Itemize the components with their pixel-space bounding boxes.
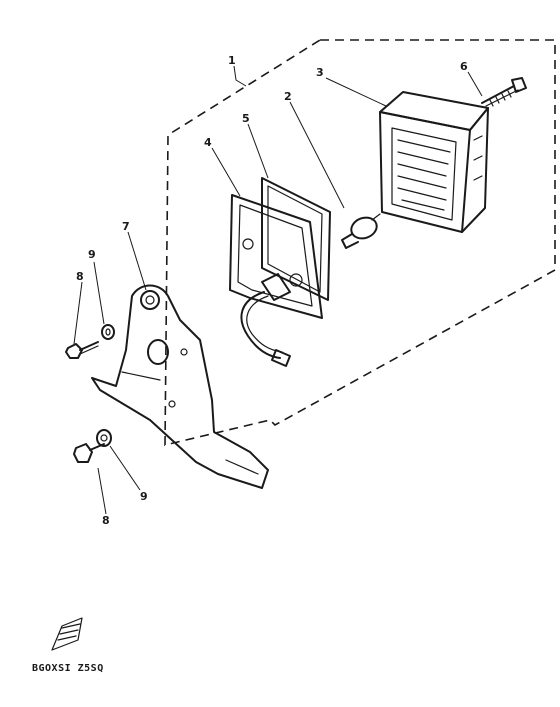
lamp-base — [229, 194, 323, 367]
bracket — [91, 284, 269, 489]
callout-9-upper: 9 — [88, 248, 96, 261]
callout-5: 5 — [242, 112, 250, 125]
gasket — [261, 177, 331, 301]
callout-9-lower: 9 — [140, 490, 148, 503]
callout-7: 7 — [122, 220, 130, 233]
washer-lower — [96, 429, 112, 447]
screw-6 — [481, 77, 527, 107]
callout-8-lower: 8 — [102, 514, 110, 527]
callout-3: 3 — [316, 66, 324, 79]
washer-upper — [101, 324, 115, 340]
bolt-lower — [73, 443, 105, 463]
assembly-boundary — [164, 39, 556, 447]
bulb — [341, 213, 381, 249]
callout-8-upper: 8 — [76, 270, 84, 283]
leader-lines — [73, 65, 483, 515]
lens-housing — [379, 91, 489, 233]
bolt-upper — [65, 341, 99, 359]
callout-2: 2 — [284, 90, 292, 103]
callout-6: 6 — [460, 60, 468, 73]
stamp-sketch — [51, 617, 83, 651]
callout-1: 1 — [228, 54, 236, 67]
callout-4: 4 — [204, 136, 212, 149]
drawing-code: BGOXSI Z5SQ — [32, 663, 104, 674]
